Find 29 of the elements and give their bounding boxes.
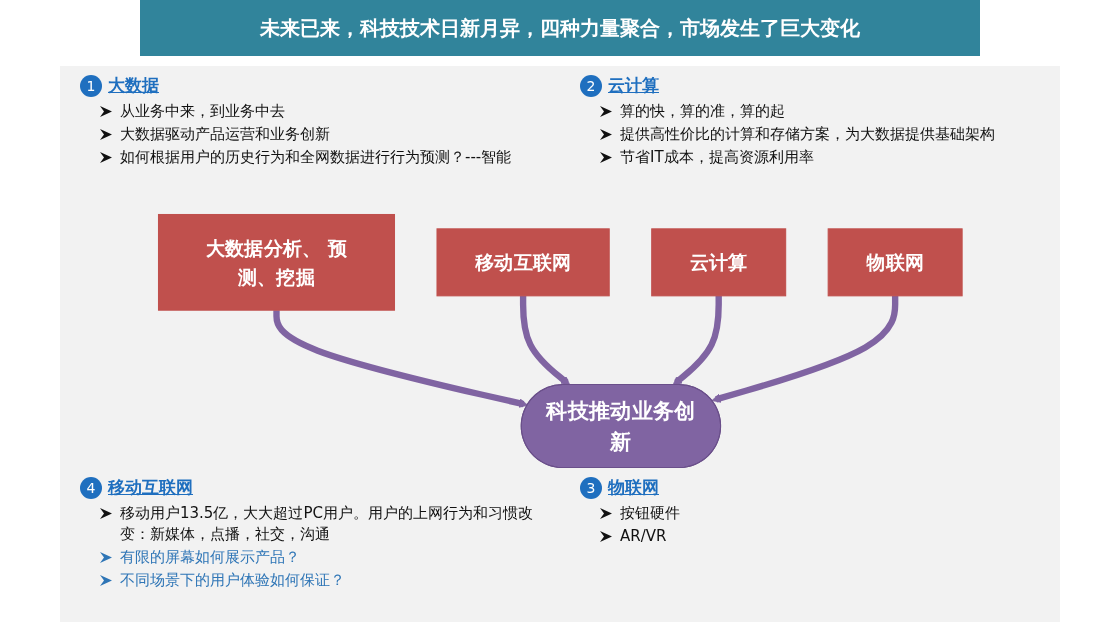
bullet-text: AR/VR <box>620 526 667 547</box>
node-box <box>436 228 610 297</box>
bullet-text: 有限的屏幕如何展示产品？ <box>120 547 300 568</box>
node-box <box>827 228 963 297</box>
bullet-text: 不同场景下的用户体验如何保证？ <box>120 570 345 591</box>
arrow <box>711 295 899 403</box>
title-banner: 未来已来，科技技术日新月异，四种力量聚合，市场发生了巨大变化 <box>140 0 980 56</box>
step-number: 4 <box>80 476 102 499</box>
bullet-text: 节省IT成本，提高资源利用率 <box>620 147 814 168</box>
step-number: 1 <box>80 74 102 97</box>
arrow <box>672 295 722 386</box>
step-number: 3 <box>580 476 602 499</box>
bullet-text: 从业务中来，到业务中去 <box>120 101 285 122</box>
bullet-text: 移动用户13.5亿，大大超过PC用户。用户的上网行为和习惯改变：新媒体，点播，社交，沟通 <box>120 503 534 545</box>
section-heading: 云计算 <box>608 74 659 97</box>
step-number: 2 <box>580 74 602 97</box>
section-heading: 物联网 <box>608 476 659 499</box>
arrow <box>519 295 570 386</box>
bullet-text: 大数据驱动产品运营和业务创新 <box>120 124 330 145</box>
section-heading: 移动互联网 <box>108 476 193 499</box>
bullet-text: 按钮硬件 <box>620 503 680 524</box>
arrow <box>273 310 528 408</box>
bullet-text: 算的快，算的准，算的起 <box>620 101 785 122</box>
bullet-text: 提供高性价比的计算和存储方案，为大数据提供基础架构 <box>620 124 995 145</box>
section-heading: 大数据 <box>108 74 159 97</box>
node-box <box>650 228 786 297</box>
bullet-text: 如何根据用户的历史行为和全网数据进行行为预测？---智能 <box>120 147 512 168</box>
panel-background: 大数据分析、 预测、挖掘 移动互联网 科技推动业务创新 云计算 物联网 1 大数据 从业务中来，到业务中去 大数据驱动产品运营和业务创新 如何根据用户的历史行为和全网数据进行行为预测？---智能 2 云计算 算的快，算的准，算的起 提供高性价比的计算和存储方案，为大数据提供基础架构 节省IT成本，提高资源利用率 4 移动互联网 移动用户13.5亿，大大超过PC用户。用户的上网行为和习惯改变：新媒体，点播，社交，沟通 有限的屏幕如何展示产品？ 不同场景下的用户体验如何保证？ 3 物联网 按钮硬件 AR/VR <box>60 66 1060 622</box>
node-box <box>157 213 395 311</box>
